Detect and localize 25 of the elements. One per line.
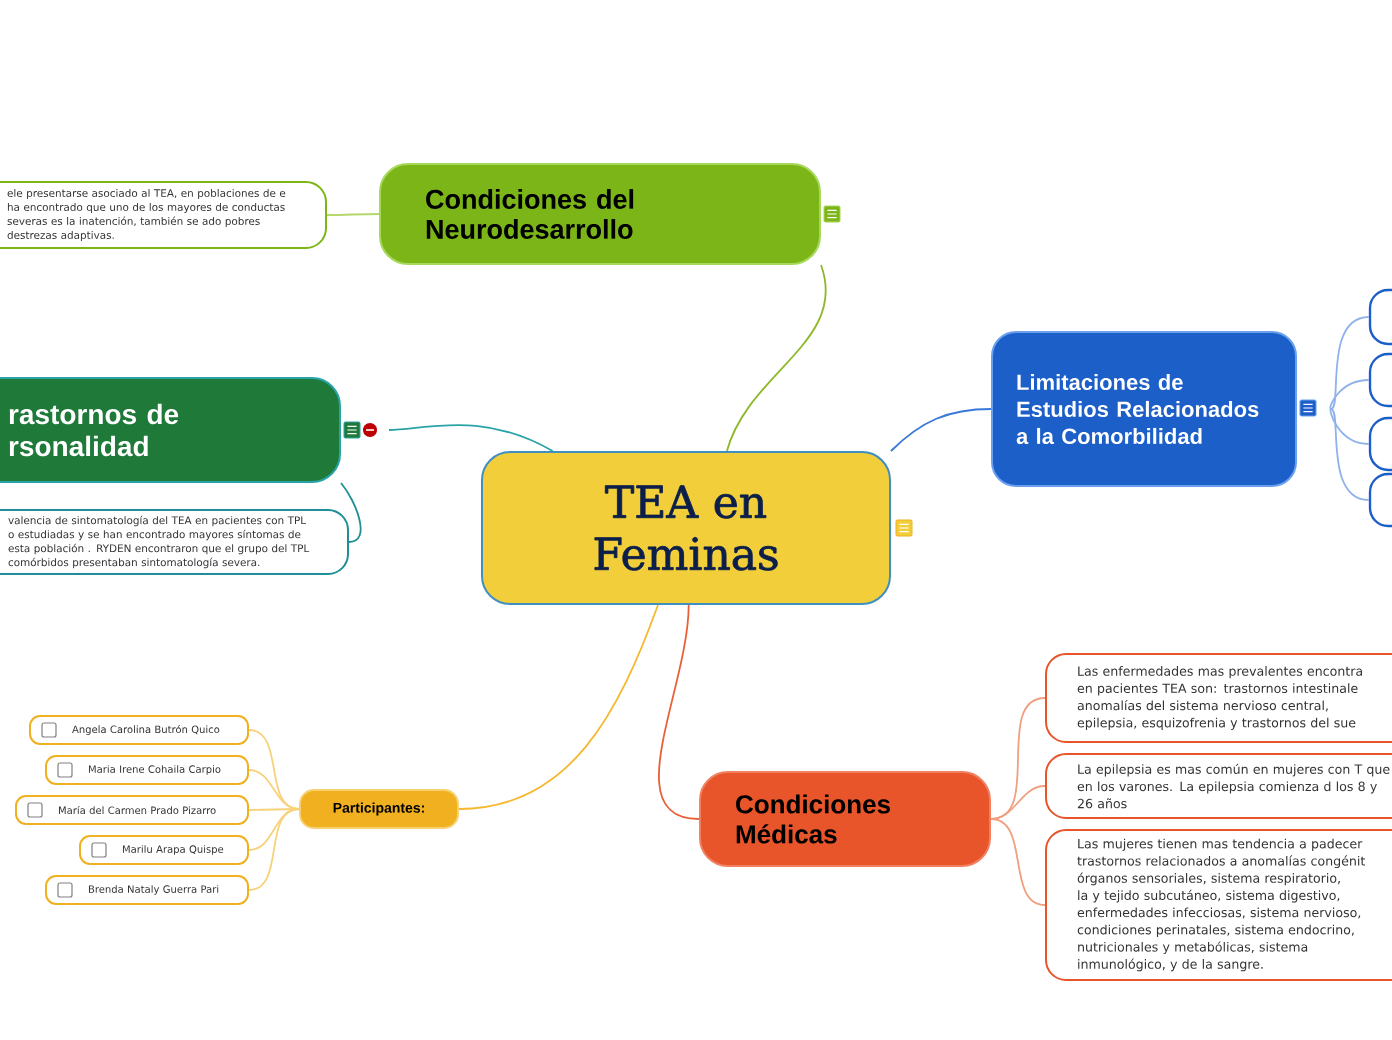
topic-box: Condiciones Médicas [699, 771, 991, 867]
connector-line [248, 808, 300, 811]
connector-line [990, 818, 1046, 906]
subtopic-box [1368, 288, 1392, 346]
connector-line [1329, 379, 1370, 410]
connector-line [326, 213, 380, 216]
connector-line [726, 264, 827, 452]
topic-box: Limitaciones de Estudios Relacionados a la Comorbilidad [991, 331, 1297, 487]
connector-line [990, 785, 1046, 820]
topic-box: rastornos de rsonalidad [0, 377, 341, 483]
connector-line [1330, 316, 1370, 410]
connector-line [248, 729, 300, 810]
connector-line [890, 408, 992, 452]
connector-line [658, 604, 700, 820]
connector-line [388, 424, 554, 452]
connector-line [248, 808, 300, 891]
connector-line [1330, 408, 1370, 501]
subtopic-box [1368, 416, 1392, 472]
subtopic-box [1368, 472, 1392, 528]
subtopic-box [1368, 352, 1392, 408]
connector-line [340, 482, 362, 543]
connector-line [458, 604, 659, 810]
topic-box: Condiciones del Neurodesarrollo [379, 163, 821, 265]
connector-line [248, 769, 300, 810]
connector-line [1329, 408, 1370, 445]
